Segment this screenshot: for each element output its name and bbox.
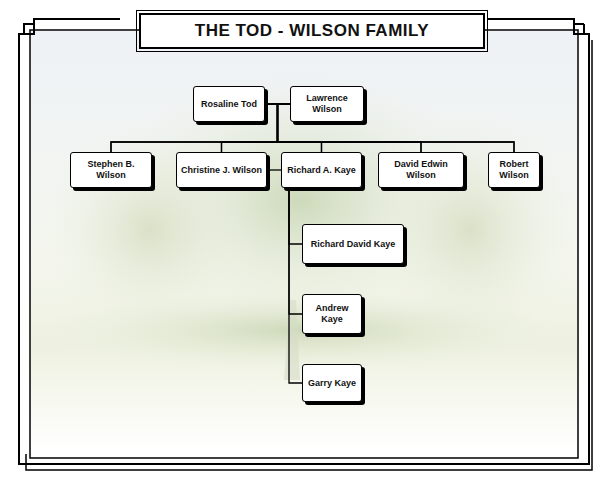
frame-inner [30,30,578,458]
title-box: THE TOD - WILSON FAMILY [139,13,485,49]
person-box: Robert Wilson [488,152,540,188]
person-name: David Edwin Wilson [383,159,459,181]
family-line [289,188,302,244]
ground-shade [40,290,560,370]
family-line [289,188,302,383]
person-box: Garry Kaye [302,364,362,402]
person-name: Robert Wilson [493,159,535,181]
person-box: Stephen B. Wilson [70,152,152,188]
person-box: Rosaline Tod [193,86,265,122]
person-box: Lawrence Wilson [290,86,364,122]
person-name: Andrew Kaye [307,303,357,325]
family-line [289,188,302,314]
person-box: Richard A. Kaye [281,152,362,188]
person-box: Richard David Kaye [302,224,404,264]
person-box: David Edwin Wilson [378,152,464,188]
person-name: Richard David Kaye [311,239,396,250]
person-name: Richard A. Kaye [287,165,356,176]
frame-outer [19,24,589,464]
frame-shadow [26,40,592,470]
person-box: Andrew Kaye [302,294,362,334]
person-name: Lawrence Wilson [295,93,359,115]
person-box: Christine J. Wilson [176,152,267,188]
person-name: Garry Kaye [308,378,356,389]
person-name: Rosaline Tod [201,99,257,110]
family-line [267,169,281,170]
title-text: THE TOD - WILSON FAMILY [195,21,429,41]
tree-trunk [284,300,300,380]
person-name: Stephen B. Wilson [75,159,147,181]
person-name: Christine J. Wilson [181,165,262,176]
